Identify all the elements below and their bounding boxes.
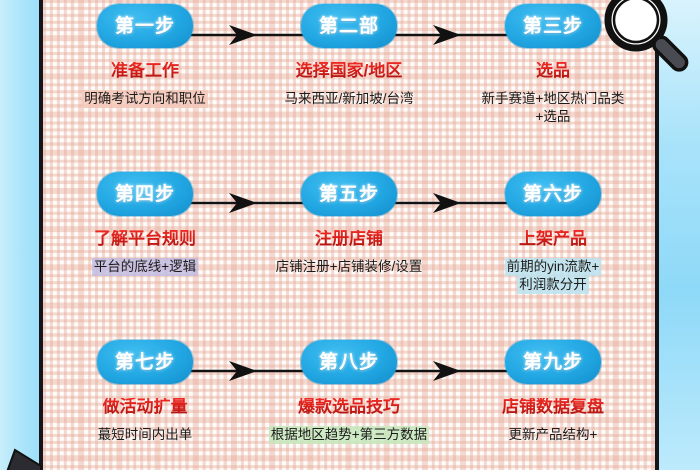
step-card-6[interactable]: 第六步 上架产品 前期的yin流款+ 利润款分开	[451, 172, 655, 294]
step-badge-8[interactable]: 第八步	[301, 340, 397, 384]
step-badge-9[interactable]: 第九步	[505, 340, 601, 384]
step-heading-5: 注册店铺	[315, 229, 383, 248]
step-heading-2: 选择国家/地区	[295, 61, 403, 80]
step-caption-text-6: 前期的yin流款+ 利润款分开	[504, 257, 602, 294]
step-badge-6[interactable]: 第六步	[505, 172, 601, 216]
step-caption-5: 店铺注册+店铺装修/设置	[274, 258, 425, 276]
step-badge-2[interactable]: 第二部	[301, 4, 397, 48]
step-caption-7: 蕞短时间内出单	[96, 426, 195, 444]
step-heading-8: 爆款选品技巧	[298, 397, 400, 416]
step-card-4[interactable]: 第四步 了解平台规则 平台的底线+逻辑	[43, 172, 247, 293]
step-badge-1[interactable]: 第一步	[97, 4, 193, 48]
step-card-5[interactable]: 第五步 注册店铺 店铺注册+店铺装修/设置	[247, 172, 451, 293]
step-heading-1: 准备工作	[111, 61, 179, 80]
step-badge-4[interactable]: 第四步	[97, 172, 193, 216]
step-caption-text-7: 蕞短时间内出单	[97, 426, 193, 442]
step-caption-text-4: 平台的底线+逻辑	[91, 257, 199, 276]
frame-edge-left	[39, 0, 43, 470]
flow-row-3: 第七步 做活动扩量 蕞短时间内出单 第八步 爆款选品技巧 根据地区趋势+第三方数…	[43, 340, 655, 470]
step-caption-text-1: 明确考试方向和职位	[82, 89, 208, 108]
step-badge-7[interactable]: 第七步	[97, 340, 193, 384]
step-caption-9: 更新产品结构+	[507, 426, 600, 444]
step-card-7[interactable]: 第七步 做活动扩量 蕞短时间内出单	[43, 340, 247, 444]
flow-row-1: 第一步 准备工作 明确考试方向和职位 第二部 选择国家/地区 马来西亚/新加坡/…	[43, 4, 655, 164]
step-badge-label-2: 第二部	[318, 15, 379, 37]
step-badge-label-8: 第八步	[318, 351, 379, 373]
step-heading-7: 做活动扩量	[102, 397, 188, 416]
step-card-1[interactable]: 第一步 准备工作 明确考试方向和职位	[43, 4, 247, 125]
step-heading-4: 了解平台规则	[94, 229, 196, 248]
step-card-3[interactable]: 第三步 选品 新手赛道+地区热门品类 +选品	[451, 4, 655, 125]
step-caption-8: 根据地区趋势+第三方数据	[268, 425, 430, 444]
step-badge-label-6: 第六步	[522, 183, 583, 205]
step-caption-3: 新手赛道+地区热门品类 +选品	[480, 90, 627, 126]
grid-paper-background	[43, 0, 655, 470]
step-heading-9: 店铺数据复盘	[502, 397, 604, 416]
step-caption-text-9: 更新产品结构+	[508, 426, 598, 442]
step-badge-label-4: 第四步	[114, 183, 175, 205]
step-card-9[interactable]: 第九步 店铺数据复盘 更新产品结构+	[451, 340, 655, 444]
step-badge-label-1: 第一步	[114, 15, 175, 37]
step-card-8[interactable]: 第八步 爆款选品技巧 根据地区趋势+第三方数据	[247, 340, 451, 444]
magnifying-glass-icon	[604, 0, 689, 72]
step-caption-text-8: 根据地区趋势+第三方数据	[268, 425, 430, 444]
step-heading-6: 上架产品	[519, 229, 587, 248]
step-caption-text-5: 店铺注册+店铺装修/设置	[275, 258, 423, 274]
step-caption-text-3: 新手赛道+地区热门品类 +选品	[481, 90, 625, 124]
flow-row-1-columns: 第一步 准备工作 明确考试方向和职位 第二部 选择国家/地区 马来西亚/新加坡/…	[43, 4, 655, 125]
step-badge-label-7: 第七步	[114, 351, 175, 373]
step-heading-3: 选品	[536, 61, 570, 80]
frame-edge-right	[655, 0, 659, 470]
left-gradient-band	[0, 0, 40, 470]
right-gradient-band	[658, 0, 700, 470]
step-badge-3[interactable]: 第三步	[505, 4, 601, 48]
step-caption-4: 平台的底线+逻辑	[91, 257, 199, 276]
step-card-2[interactable]: 第二部 选择国家/地区 马来西亚/新加坡/台湾	[247, 4, 451, 125]
step-caption-2: 马来西亚/新加坡/台湾	[282, 90, 415, 108]
step-badge-5[interactable]: 第五步	[301, 172, 397, 216]
flow-row-3-columns: 第七步 做活动扩量 蕞短时间内出单 第八步 爆款选品技巧 根据地区趋势+第三方数…	[43, 340, 655, 444]
step-caption-1: 明确考试方向和职位	[82, 89, 208, 108]
flow-row-2-columns: 第四步 了解平台规则 平台的底线+逻辑 第五步 注册店铺 店铺注册+店铺装修/设…	[43, 172, 655, 294]
corner-wedge-icon	[6, 448, 42, 470]
step-caption-text-2: 马来西亚/新加坡/台湾	[284, 90, 414, 106]
flow-row-2: 第四步 了解平台规则 平台的底线+逻辑 第五步 注册店铺 店铺注册+店铺装修/设…	[43, 172, 655, 332]
step-badge-label-5: 第五步	[318, 183, 379, 205]
step-caption-6: 前期的yin流款+ 利润款分开	[504, 257, 602, 294]
step-badge-label-9: 第九步	[522, 351, 583, 373]
step-badge-label-3: 第三步	[522, 15, 583, 37]
